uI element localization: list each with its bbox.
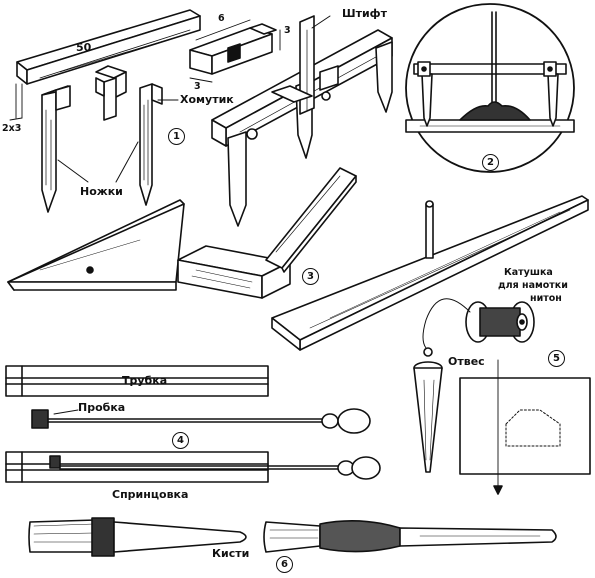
label-katushka-3: нитон xyxy=(530,293,562,304)
label-shtift: Штифт xyxy=(342,7,387,20)
dim-right-3: 3 xyxy=(284,25,291,36)
nozhki-pointers xyxy=(57,99,179,183)
dim-length-50: 50 xyxy=(76,41,92,54)
label-trubka: Трубка xyxy=(122,374,168,387)
tube-trubka xyxy=(5,365,269,397)
plumb-thread xyxy=(422,298,471,349)
label-sprintsovka: Спринцовка xyxy=(112,488,189,501)
dim-top-6: 6 xyxy=(218,13,225,24)
compass-leg-right xyxy=(139,83,163,206)
notched-block xyxy=(189,23,277,75)
detail-circle xyxy=(405,3,575,173)
label-katushka-2: для намотки xyxy=(498,280,568,291)
carpenter-square xyxy=(177,167,357,299)
label-nozhki: Ножки xyxy=(80,185,123,198)
block-dimension-lines xyxy=(189,19,281,83)
dim-bottom-3: 3 xyxy=(194,81,201,92)
label-probka: Пробка xyxy=(78,401,126,414)
ruler-with-pin xyxy=(271,195,589,351)
wooden-bar-50 xyxy=(16,9,201,85)
dimension-lines xyxy=(9,83,23,121)
label-kisti: Кисти xyxy=(212,547,250,560)
brush-flat-long xyxy=(263,520,557,553)
brush-round xyxy=(28,517,247,557)
paper-sheet xyxy=(459,359,591,495)
label-katushka: Катушка xyxy=(504,267,553,278)
thread-spool xyxy=(465,301,535,343)
syringe-sprintsovka xyxy=(5,451,381,483)
figure-number-3: 3 xyxy=(302,268,319,285)
drafting-triangle xyxy=(7,199,185,291)
figure-number-6: 6 xyxy=(276,556,293,573)
compass-leg-left xyxy=(41,85,71,213)
label-khomutik: Хомутик xyxy=(180,93,234,106)
figure-number-1: 1 xyxy=(168,128,185,145)
figure-number-5: 5 xyxy=(548,350,565,367)
plumb-bob xyxy=(413,347,443,473)
dim-section-2x3: 2х3 xyxy=(2,123,22,134)
assembled-compass xyxy=(211,15,393,227)
clamp-piece xyxy=(95,65,127,121)
figure-number-4: 4 xyxy=(172,432,189,449)
label-otves: Отвес xyxy=(448,355,485,368)
figure-number-2: 2 xyxy=(482,154,499,171)
plunger-with-cork xyxy=(31,408,371,434)
